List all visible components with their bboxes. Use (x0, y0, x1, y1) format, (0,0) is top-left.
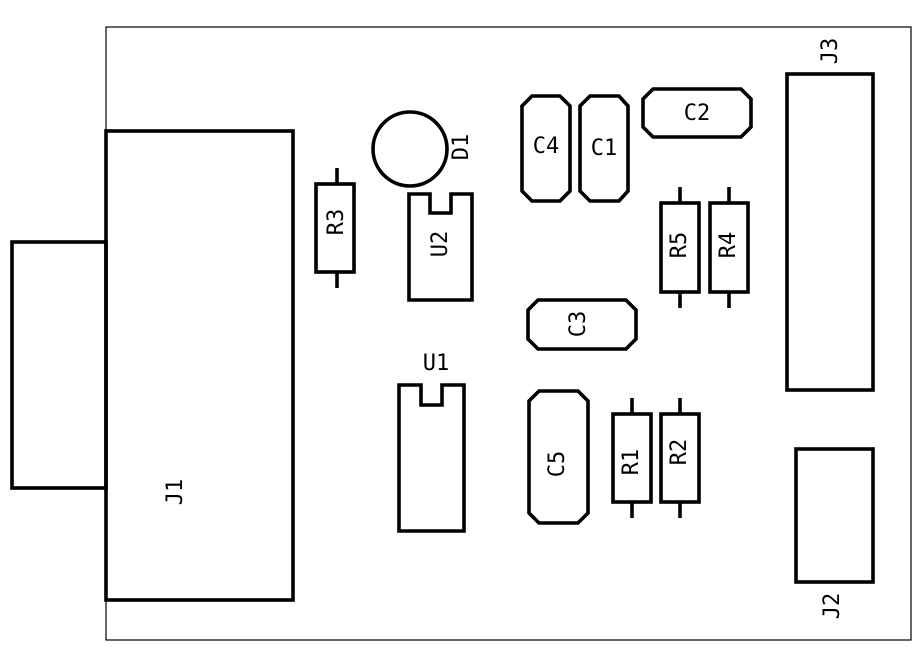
capacitor-c5-body (527, 389, 590, 525)
label-j1: J1 (163, 479, 188, 506)
label-c2: C2 (684, 101, 711, 126)
diode-d1: D1 (371, 110, 474, 188)
diode-d1-body (371, 110, 449, 188)
resistor-r3-body (314, 182, 356, 274)
connector-j1-shell (10, 240, 108, 490)
label-c5: C5 (545, 451, 570, 478)
label-r5: R5 (667, 232, 692, 259)
label-c1: C1 (591, 136, 618, 161)
resistor-r2-body (659, 412, 701, 504)
label-c4: C4 (533, 134, 560, 159)
capacitor-c3: C3 (526, 298, 638, 351)
connector-j1: J1 (10, 129, 295, 602)
label-r3: R3 (324, 209, 349, 236)
capacitor-c2: C2 (641, 87, 753, 139)
capacitor-c4: C4 (520, 94, 572, 203)
label-u2: U2 (428, 231, 453, 258)
capacitor-c3-body (526, 298, 638, 351)
label-j2: J2 (820, 593, 845, 620)
label-r1: R1 (619, 449, 644, 476)
resistor-r2: R2 (659, 398, 701, 518)
connector-j3: J3 (785, 38, 875, 392)
capacitor-c1: C1 (578, 94, 630, 203)
capacitor-c2-body (641, 87, 753, 139)
capacitor-c5: C5 (527, 389, 590, 525)
resistor-r5: R5 (659, 187, 701, 308)
label-j3: J3 (818, 38, 843, 65)
resistor-r1-body (611, 412, 653, 504)
label-u1: U1 (423, 351, 450, 376)
ic-u2: U2 (407, 192, 474, 302)
board-outline (105, 26, 912, 641)
ic-u1: U1 (397, 351, 466, 533)
connector-j2: J2 (794, 447, 875, 620)
connector-j1-body (104, 129, 295, 602)
capacitor-c4-body (520, 94, 572, 203)
resistor-r1: R1 (611, 398, 653, 518)
resistor-r4-body (708, 201, 750, 294)
resistor-r5-body (659, 201, 701, 294)
ic-u2-body (407, 192, 474, 302)
label-d1: D1 (449, 134, 474, 161)
ic-u1-body (397, 383, 466, 533)
label-r4: R4 (716, 232, 741, 259)
connector-j3-body (785, 72, 875, 392)
resistor-r3: R3 (314, 168, 356, 288)
connector-j2-body (794, 447, 875, 584)
resistor-r4: R4 (708, 187, 750, 308)
capacitor-c1-body (578, 94, 630, 203)
label-c3: C3 (566, 311, 591, 338)
label-r2: R2 (667, 439, 692, 466)
